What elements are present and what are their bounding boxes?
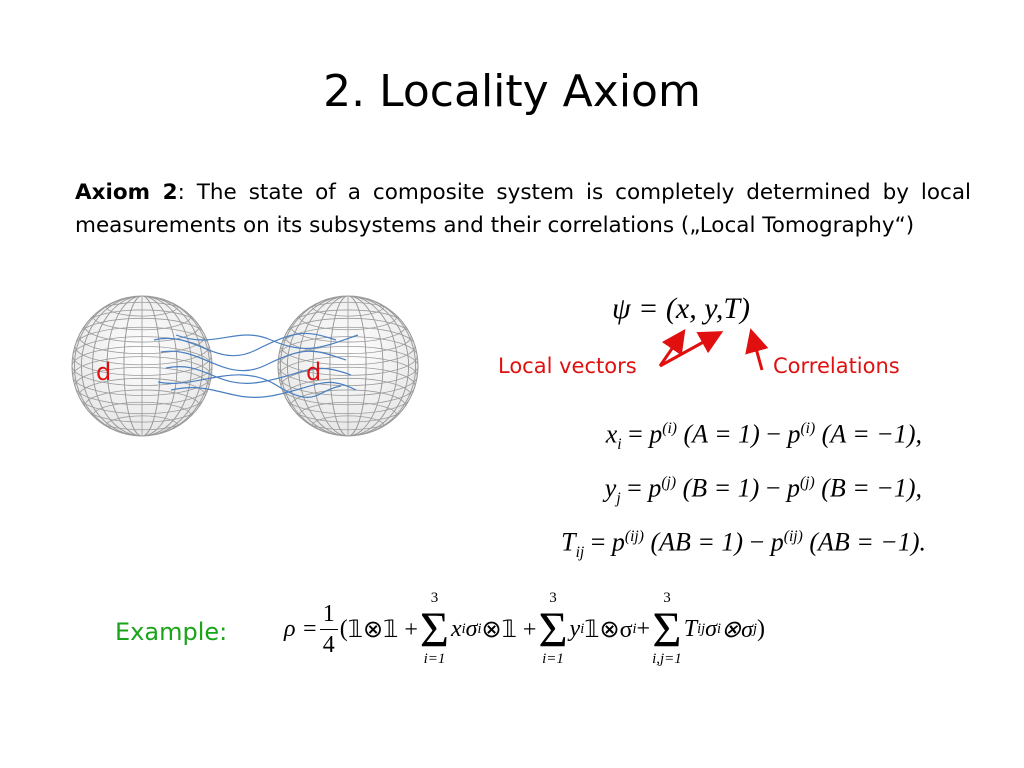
def-sup1: (i) (662, 420, 677, 437)
sigma-sub: i (477, 620, 482, 637)
def-lhs: x (605, 419, 618, 449)
sum-3: 3 Σ i,j=1 (652, 590, 682, 668)
left-sphere (71, 295, 213, 437)
def-lhs-sub: ij (575, 543, 585, 561)
def-arg2: (A = −1), (821, 419, 922, 449)
def-arg2: (AB = −1). (809, 527, 926, 557)
left-dimension-label: d (96, 358, 111, 386)
T-tensor-sigma: ⊗σ (721, 616, 753, 643)
def-minus: − (749, 527, 765, 557)
def-lhs-sub: i (617, 435, 622, 453)
fraction-denominator: 4 (322, 631, 335, 658)
definition-x: xi = p(i) (A = 1) − p(i) (A = −1), (510, 410, 950, 464)
one-quarter-fraction: 1 4 (319, 599, 338, 660)
definitions-block: xi = p(i) (A = 1) − p(i) (A = −1), yj = … (510, 410, 950, 572)
sum-lower: i=1 (423, 651, 446, 667)
arrow-to-y (659, 331, 724, 368)
x-term-end: ⊗𝟙 + (481, 616, 537, 643)
y-sigma-sub: i (632, 620, 637, 637)
def-p1: p (649, 419, 663, 449)
definition-y: yj = p(j) (B = 1) − p(j) (B = −1), (510, 464, 950, 518)
def-lhs: y (604, 473, 617, 503)
def-sup1: (ij) (624, 527, 644, 545)
def-arg2: (B = −1), (821, 473, 922, 503)
right-sphere (277, 295, 419, 437)
def-p2: p (787, 419, 801, 449)
def-arg1: (AB = 1) (650, 527, 744, 557)
T-sub: ij (697, 620, 706, 637)
sigma-term: σ (465, 615, 478, 642)
x-term: x (451, 615, 462, 642)
arrow-to-x (658, 329, 686, 367)
T-sigma-sub-j: j (752, 620, 757, 637)
page-title: 2. Locality Axiom (323, 66, 701, 117)
correlation-lines (153, 332, 359, 399)
T-term: T (683, 615, 698, 642)
def-sup2: (i) (800, 420, 816, 437)
annotation-arrows (658, 328, 769, 371)
def-arg1: (A = 1) (683, 419, 760, 449)
axiom-text: : The state of a composite system is com… (75, 180, 971, 238)
def-sup2: (j) (799, 473, 815, 491)
correlations-label: Correlations (773, 354, 900, 378)
rho-eq: ρ = (284, 615, 318, 642)
sigma-symbol: Σ (419, 601, 450, 657)
psi-symbol: ψ (612, 292, 631, 325)
state-tuple: = (x, y,T) (638, 292, 751, 325)
sigma-symbol: Σ (652, 601, 682, 657)
def-lhs: T (561, 527, 576, 557)
y-term-tail: 𝟙⊗σ (584, 616, 633, 643)
T-sigma: σ (705, 615, 717, 642)
sum-upper: 3 (430, 590, 439, 606)
close-paren: ) (756, 615, 765, 642)
def-p1: p (611, 527, 625, 557)
def-arg1: (B = 1) (682, 473, 760, 503)
sum-upper: 3 (663, 590, 671, 606)
sum-upper: 3 (549, 590, 557, 606)
definition-T: Tij = p(ij) (AB = 1) − p(ij) (AB = −1). (510, 518, 950, 572)
sum-2: 3 Σ i=1 (538, 590, 567, 668)
def-p2: p (770, 527, 784, 557)
def-eq: = (590, 527, 606, 557)
def-eq: = (627, 473, 642, 503)
sum-1: 3 Σ i=1 (420, 590, 449, 668)
def-p2: p (786, 473, 800, 503)
open-paren: ( (339, 615, 348, 642)
state-equation: ψ = (x, y,T) (612, 292, 750, 326)
def-minus: − (765, 473, 781, 503)
def-sup2: (ij) (783, 527, 803, 545)
fraction-numerator: 1 (319, 599, 338, 630)
identity-term: 𝟙⊗𝟙 + (347, 616, 418, 643)
x-sub: i (461, 620, 466, 637)
axiom-statement: Axiom 2: The state of a composite system… (75, 176, 971, 242)
y-term: y (569, 615, 581, 642)
y-sub: i (580, 620, 585, 637)
local-vectors-label: Local vectors (498, 354, 637, 378)
sigma-symbol: Σ (538, 601, 568, 657)
y-term-end: + (636, 615, 651, 642)
arrow-to-T (745, 328, 769, 371)
axiom-label: Axiom 2 (75, 180, 178, 205)
example-label: Example: (115, 618, 228, 646)
def-sup1: (j) (661, 473, 677, 491)
sum-lower: i=1 (542, 651, 564, 667)
def-eq: = (628, 419, 643, 449)
sum-lower: i,j=1 (652, 651, 682, 667)
def-p1: p (648, 473, 662, 503)
def-minus: − (766, 419, 781, 449)
def-lhs-sub: j (616, 489, 621, 507)
right-dimension-label: d (306, 358, 321, 386)
bipartite-spheres-figure: d d (71, 295, 419, 437)
T-sigma-sub-i: i (717, 620, 721, 637)
